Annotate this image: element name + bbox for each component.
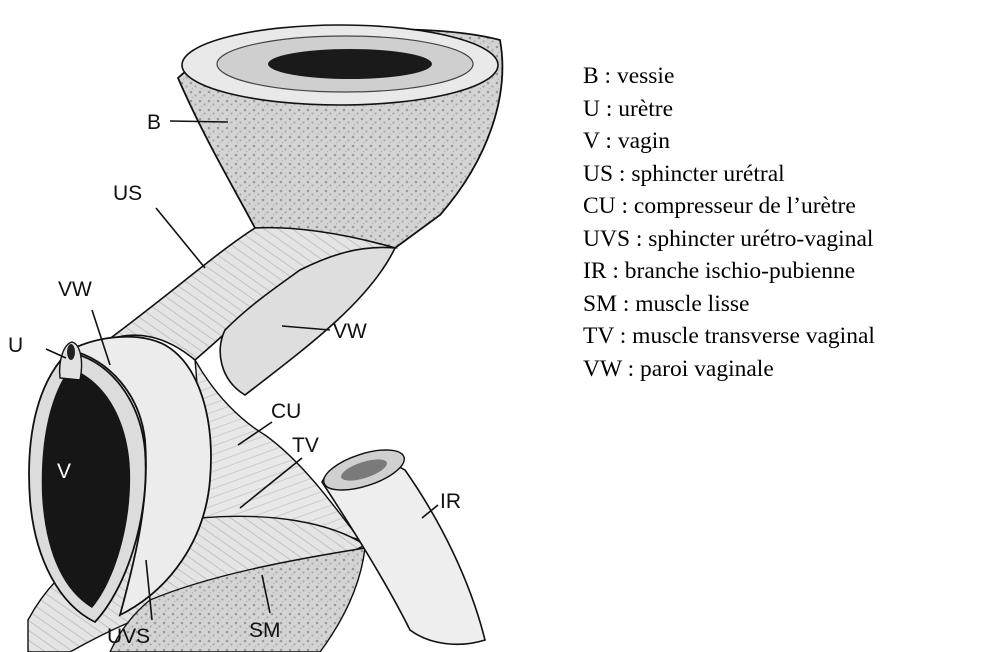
leader-us xyxy=(156,208,205,268)
legend-item: SM : muscle lisse xyxy=(583,288,875,321)
legend-item: CU : compresseur de l’urètre xyxy=(583,190,875,223)
label-uvs: UVS xyxy=(107,625,150,648)
legend-item: IR : branche ischio-pubienne xyxy=(583,255,875,288)
leader-b xyxy=(170,121,228,122)
legend-item: VW : paroi vaginale xyxy=(583,353,875,386)
legend-item: V : vagin xyxy=(583,125,875,158)
label-u: U xyxy=(8,334,23,357)
bladder-lumen xyxy=(268,49,432,79)
compressor-urethrae-shape xyxy=(190,360,360,540)
legend-item: UVS : sphincter urétro-vaginal xyxy=(583,223,875,256)
label-tv: TV xyxy=(292,434,319,457)
legend-item: TV : muscle transverse vaginal xyxy=(583,320,875,353)
legend-item: U : urètre xyxy=(583,93,875,126)
label-us: US xyxy=(113,182,142,205)
label-v: V xyxy=(57,460,71,483)
anatomy-illustration: B US VW VW U V CU TV IR UVS SM xyxy=(0,0,560,652)
label-vw-left: VW xyxy=(58,278,92,301)
legend-item: B : vessie xyxy=(583,60,875,93)
legend-item: US : sphincter urétral xyxy=(583,158,875,191)
label-ir: IR xyxy=(440,490,461,513)
label-cu: CU xyxy=(271,400,301,423)
label-sm: SM xyxy=(249,619,281,642)
urethra-lumen xyxy=(67,344,75,360)
label-b: B xyxy=(147,111,161,134)
label-vw-right: VW xyxy=(333,320,367,343)
legend-list: B : vessie U : urètre V : vagin US : sph… xyxy=(583,60,875,385)
